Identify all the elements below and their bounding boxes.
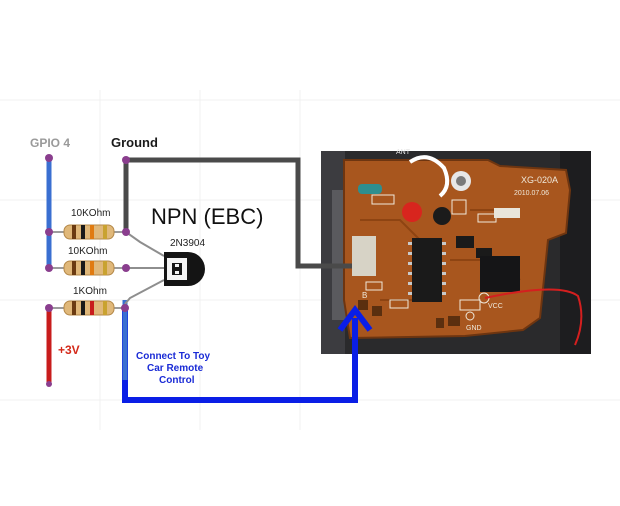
- connect-label-line3: Control: [159, 375, 195, 386]
- connect-label-line1: Connect To Toy: [136, 351, 211, 362]
- resistor-bottom-label: 1KOhm: [73, 286, 107, 297]
- resistor-middle-label: 10KOhm: [68, 246, 107, 257]
- control-arrowhead: [337, 305, 373, 332]
- pcb-vcc-text: VCC: [488, 303, 503, 310]
- pcb-ant-text: ANT: [396, 149, 411, 156]
- connect-label-line2: Car Remote: [147, 363, 204, 374]
- gpio-label: GPIO 4: [30, 136, 70, 150]
- pcb-pin-b-text: B: [362, 291, 367, 300]
- pcb-model-text: XG-020A: [521, 175, 558, 185]
- resistor-top-label: 10KOhm: [71, 208, 110, 219]
- ground-wire: [123, 157, 352, 269]
- part-number-label: 2N3904: [170, 238, 205, 249]
- transistor-leads: [124, 231, 165, 305]
- resistor-1k: [63, 300, 115, 316]
- remote-control-board-photo: XG-020A 2010.07.06 ANT GND VCC B: [321, 149, 591, 354]
- resistor-10k-middle: [63, 260, 115, 276]
- npn-transistor: [164, 252, 205, 286]
- resistor-10k-top: [63, 224, 115, 240]
- npn-ebc-label: NPN (EBC): [151, 204, 263, 229]
- power-label: +3V: [58, 343, 80, 357]
- junction-dots: [45, 154, 130, 387]
- pcb-gnd-text: GND: [466, 325, 482, 332]
- ground-label: Ground: [111, 135, 158, 150]
- pcb-date-text: 2010.07.06: [514, 190, 549, 197]
